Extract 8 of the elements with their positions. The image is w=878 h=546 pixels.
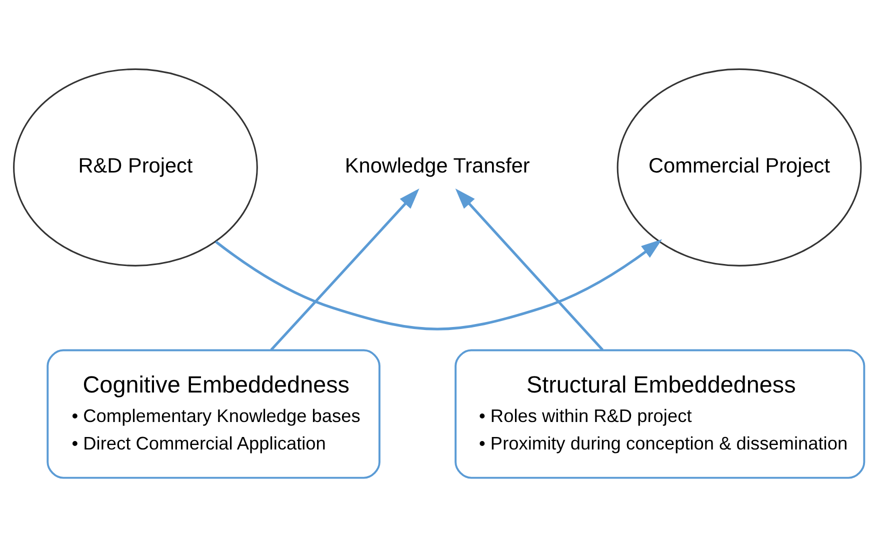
arrow <box>215 238 662 330</box>
node-ellipse: R&D Project <box>13 68 258 266</box>
node-text: Knowledge Transfer <box>344 154 530 177</box>
node-box: Cognitive Embeddedness • Complementary Knowledge bases • Direct Commercial Application <box>46 348 380 478</box>
arrow <box>270 188 420 350</box>
node-box: Structural Embeddedness • Roles within R&D project • Proximity during conception & dissemination <box>454 348 866 478</box>
arrow <box>455 188 604 350</box>
node-ellipse: Commercial Project <box>616 68 862 266</box>
